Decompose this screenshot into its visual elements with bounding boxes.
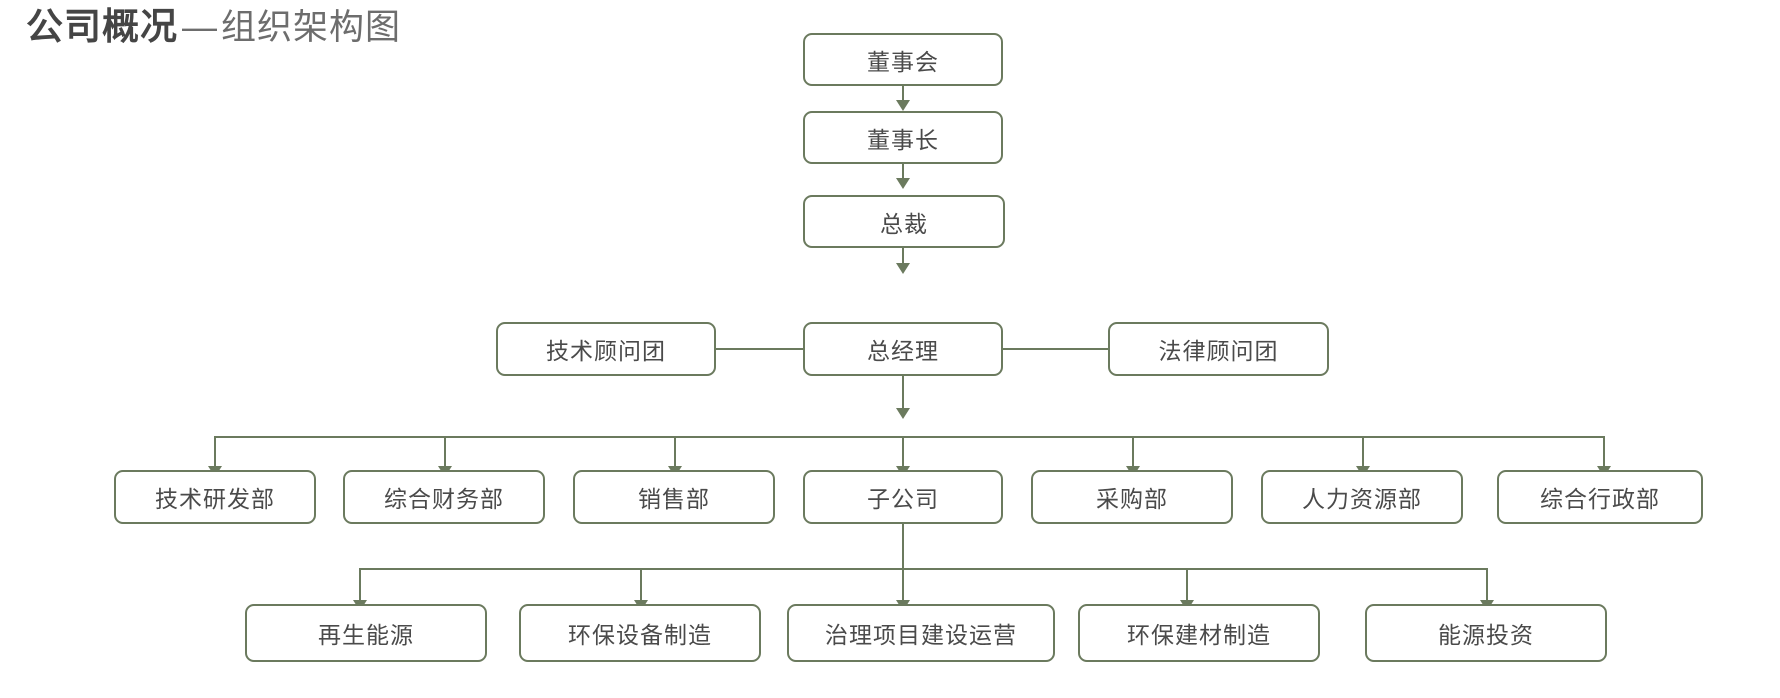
page-title-main: 公司概况 — [26, 6, 178, 47]
node-dept-procurement[interactable]: 采购部 — [1031, 470, 1233, 524]
edge-gm-tech-advisory — [716, 348, 803, 350]
drop-line-sub-investment — [1486, 568, 1488, 604]
edge-president-gm-arrow — [896, 263, 910, 274]
drop-line-sub-materials — [1186, 568, 1188, 604]
node-dept-sales[interactable]: 销售部 — [573, 470, 775, 524]
drop-line-sub-project — [902, 568, 904, 604]
edge-gm-bus-stem — [902, 376, 904, 412]
node-general-manager[interactable]: 总经理 — [803, 322, 1003, 376]
page-title: 公司概况—组织架构图 — [26, 8, 401, 45]
node-sub-renewable[interactable]: 再生能源 — [245, 604, 487, 662]
node-dept-hr[interactable]: 人力资源部 — [1261, 470, 1463, 524]
node-sub-equipment[interactable]: 环保设备制造 — [519, 604, 761, 662]
department-bus — [214, 436, 1605, 438]
edge-board-chairman-line — [902, 86, 904, 103]
drop-line-dept-procurement — [1132, 436, 1134, 470]
edge-gm-bus-arrow — [896, 408, 910, 419]
node-board[interactable]: 董事会 — [803, 33, 1003, 86]
drop-line-dept-admin — [1603, 436, 1605, 470]
page-title-separator: — — [182, 8, 217, 47]
drop-line-sub-equipment — [640, 568, 642, 604]
drop-line-dept-sales — [674, 436, 676, 470]
edge-gm-legal-advisory — [1003, 348, 1108, 350]
drop-line-dept-finance — [444, 436, 446, 470]
drop-line-dept-subsidiary — [902, 436, 904, 470]
node-sub-investment[interactable]: 能源投资 — [1365, 604, 1607, 662]
edge-board-chairman-arrow — [896, 100, 910, 111]
drop-line-dept-rd — [214, 436, 216, 470]
node-chairman[interactable]: 董事长 — [803, 111, 1003, 164]
node-president[interactable]: 总裁 — [803, 195, 1005, 248]
node-sub-project[interactable]: 治理项目建设运营 — [787, 604, 1055, 662]
edge-president-gm-line — [902, 248, 904, 267]
node-dept-finance[interactable]: 综合财务部 — [343, 470, 545, 524]
page-title-sub: 组织架构图 — [221, 8, 402, 47]
edge-chairman-president-arrow — [896, 178, 910, 189]
node-dept-admin[interactable]: 综合行政部 — [1497, 470, 1703, 524]
node-tech-advisory[interactable]: 技术顾问团 — [496, 322, 716, 376]
edge-subsidiary-bus-stem — [902, 524, 904, 568]
edge-chairman-president-line — [902, 164, 904, 181]
drop-line-dept-hr — [1362, 436, 1364, 470]
drop-line-sub-renewable — [359, 568, 361, 604]
node-dept-subsidiary[interactable]: 子公司 — [803, 470, 1003, 524]
node-dept-rd[interactable]: 技术研发部 — [114, 470, 316, 524]
node-legal-advisory[interactable]: 法律顾问团 — [1108, 322, 1329, 376]
subsidiary-bus — [359, 568, 1486, 570]
node-sub-materials[interactable]: 环保建材制造 — [1078, 604, 1320, 662]
